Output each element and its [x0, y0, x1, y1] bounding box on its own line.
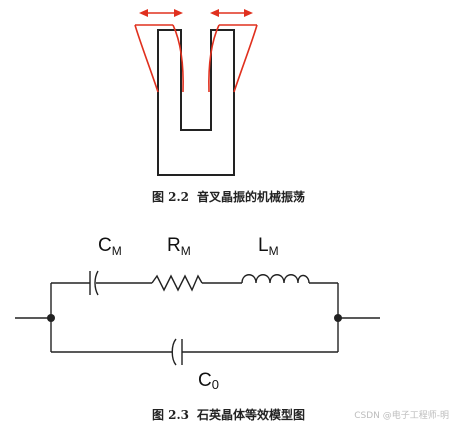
right-double-arrow-icon [210, 9, 253, 17]
capacitor-c0-symbol [171, 338, 183, 366]
inductor-lm-symbol [241, 274, 310, 284]
vibration-curves [134, 24, 258, 93]
label-rm: RM [167, 235, 191, 258]
tuning-fork-outline [157, 29, 235, 176]
label-cm: CM [98, 235, 122, 258]
figure-2-2-number: 图 2.2 [151, 190, 190, 204]
left-prong-outer-deflection [134, 24, 159, 93]
vibration-arrows [139, 9, 253, 17]
right-prong-outer-deflection [233, 24, 258, 93]
left-prong-inner-deflection [172, 24, 184, 93]
right-junction-node [334, 314, 342, 322]
equivalent-circuit-diagram [15, 270, 380, 366]
figure-2-3-caption: 图 2.3 石英晶体等效模型图 [0, 406, 457, 423]
left-junction-node [47, 314, 55, 322]
label-lm: LM [258, 235, 279, 258]
figure-2-2-caption: 图 2.2 音叉晶振的机械振荡 [0, 188, 457, 205]
label-c0: C0 [198, 370, 219, 392]
figure-2-3-number: 图 2.3 [151, 408, 190, 422]
left-double-arrow-icon [139, 9, 183, 17]
tuning-fork-diagram [134, 9, 258, 176]
capacitor-cm-symbol [89, 270, 99, 296]
figure-2-3-title: 石英晶体等效模型图 [197, 408, 306, 422]
right-prong-inner-deflection [208, 24, 220, 93]
csdn-watermark: CSDN @电子工程师-明 [354, 411, 449, 421]
figure-2-2-title: 音叉晶振的机械振荡 [197, 190, 306, 204]
resistor-rm-symbol [151, 274, 203, 292]
